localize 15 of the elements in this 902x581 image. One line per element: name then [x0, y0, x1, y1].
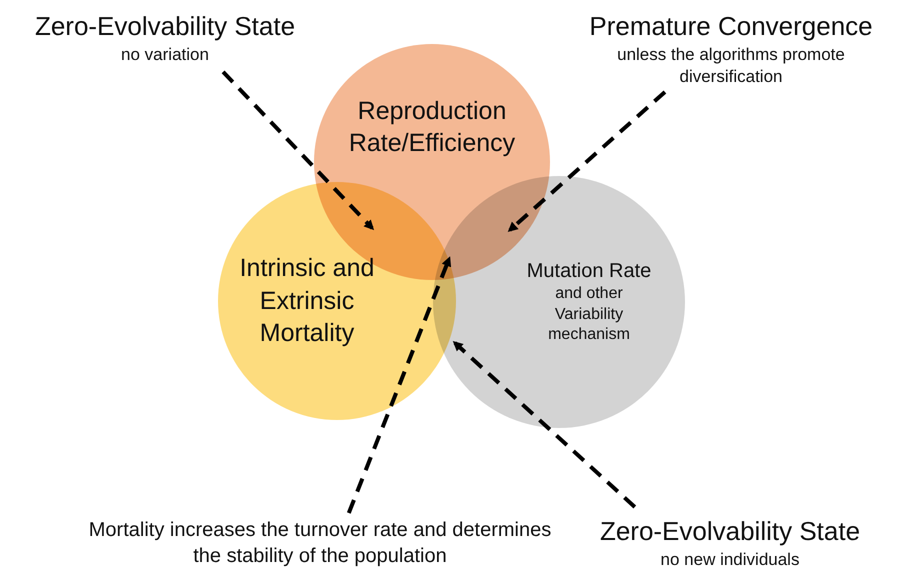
leader-arrow — [452, 340, 636, 508]
leader-arrow — [222, 70, 374, 230]
callout-note: no variation — [120, 44, 210, 66]
callout-heading: Zero-Evolvability State — [598, 515, 862, 548]
leader-arrow — [508, 90, 666, 232]
circle-label: Mutation Rate — [526, 258, 652, 284]
callout-heading: Mortality increases the turnover rate and determines the stability of the population — [88, 518, 552, 569]
circle-sublabel: and other Variability mechanism — [547, 284, 631, 346]
callout-note: no new individuals — [660, 548, 800, 571]
callout-heading: Zero-Evolvability State — [34, 10, 296, 43]
callout-heading: Premature Convergence — [588, 10, 874, 43]
circle-label: Intrinsic and Extrinsic Mortality — [238, 253, 376, 350]
callout-note: unless the algorithms promote diversification — [616, 44, 846, 88]
leader-arrow — [346, 256, 452, 514]
circle-label: Reproduction Rate/Efficiency — [348, 96, 516, 159]
